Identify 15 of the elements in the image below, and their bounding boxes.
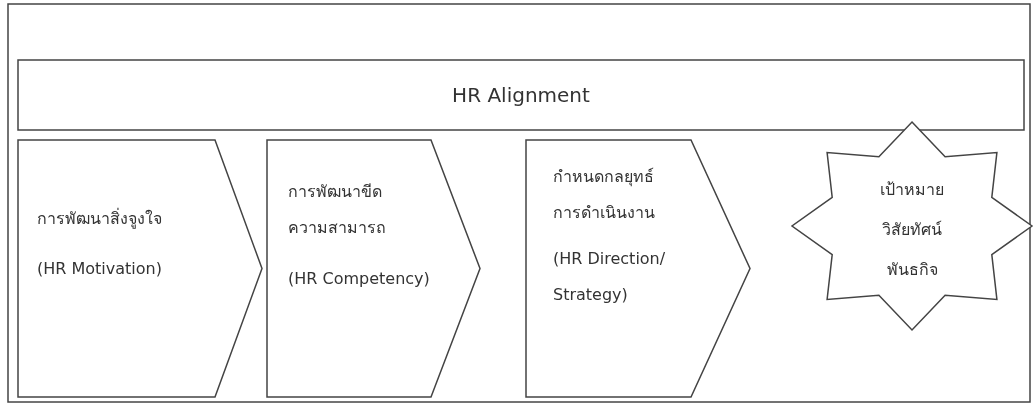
title-band bbox=[17, 59, 1025, 131]
mission-text: พันธกิจ bbox=[885, 259, 939, 281]
chevron-arrow-box bbox=[266, 139, 481, 398]
vision-text: วิสัยทัศน์ bbox=[881, 219, 943, 241]
star-shape bbox=[790, 120, 1034, 332]
subtitle-text: (HR Competency) bbox=[288, 268, 431, 290]
chevron-arrow-box bbox=[17, 139, 263, 398]
subtitle-text: (HR Motivation) bbox=[37, 258, 163, 280]
subtitle-text: (HR Direction/ Strategy) bbox=[553, 248, 667, 306]
heading-text: การพัฒนาสิ่งจูงใจ bbox=[37, 207, 163, 231]
chevron-arrow-box bbox=[525, 139, 751, 398]
band-title: HR Alignment bbox=[451, 82, 591, 109]
heading-text: กำหนดกลยุทธ์การดำเนินงาน bbox=[553, 166, 656, 224]
goal-text: เป้าหมาย bbox=[879, 179, 945, 201]
heading-text: การพัฒนาขีดความสามารถ bbox=[288, 181, 387, 239]
